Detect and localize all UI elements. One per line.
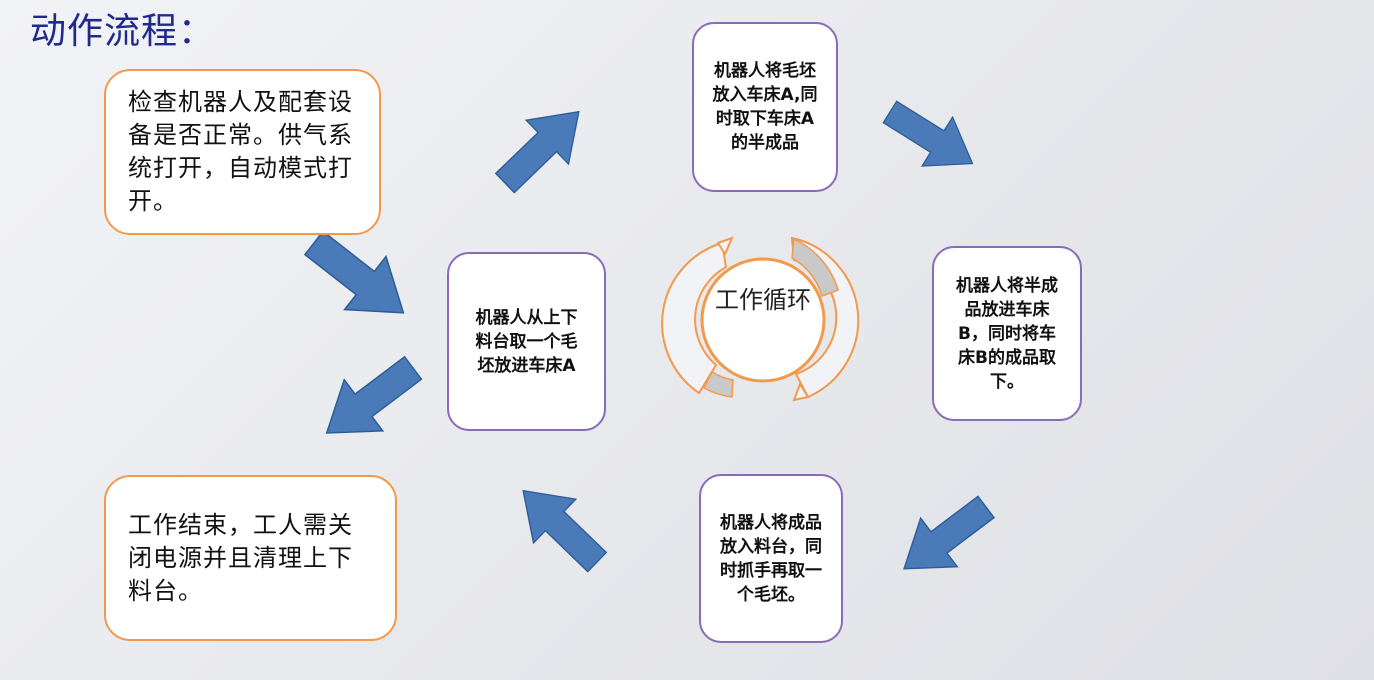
lathe-b-text: 机器人将半成品放进车床B，同时将车床B的成品取下。 bbox=[956, 275, 1058, 392]
arrow-up-left-bottom bbox=[501, 468, 619, 585]
arrow-down-left-left bbox=[306, 341, 434, 460]
lathe-b-box: 机器人将半成品放进车床B，同时将车床B的成品取下。 bbox=[932, 246, 1082, 421]
check-equipment-text: 检查机器人及配套设备是否正常。供气系统打开，自动模式打开。 bbox=[128, 88, 353, 215]
arrow-down-right-top bbox=[874, 86, 989, 189]
take-blank-text: 机器人从上下料台取一个毛坯放进车床A bbox=[475, 307, 578, 376]
check-equipment-box: 检查机器人及配套设备是否正常。供气系统打开，自动模式打开。 bbox=[104, 69, 381, 235]
arrow-up-right bbox=[483, 89, 601, 206]
cycle-refresh-icon bbox=[661, 236, 860, 402]
arrow-down-left-bottom bbox=[885, 482, 1006, 594]
cycle-label: 工作循环 bbox=[715, 286, 811, 314]
end-work-box: 工作结束，工人需关闭电源并且清理上下料台。 bbox=[104, 475, 397, 641]
take-blank-box: 机器人从上下料台取一个毛坯放进车床A bbox=[447, 252, 606, 431]
put-table-text: 机器人将成品放入料台，同时抓手再取一个毛坯。 bbox=[720, 512, 822, 605]
end-work-text: 工作结束，工人需关闭电源并且清理上下料台。 bbox=[128, 510, 353, 605]
lathe-a-box: 机器人将毛坯放入车床A,同时取下车床A的半成品 bbox=[692, 22, 838, 192]
page-title: 动作流程： bbox=[30, 11, 216, 52]
lathe-a-text: 机器人将毛坯放入车床A,同时取下车床A的半成品 bbox=[712, 61, 818, 153]
put-table-box: 机器人将成品放入料台，同时抓手再取一个毛坯。 bbox=[699, 474, 843, 643]
